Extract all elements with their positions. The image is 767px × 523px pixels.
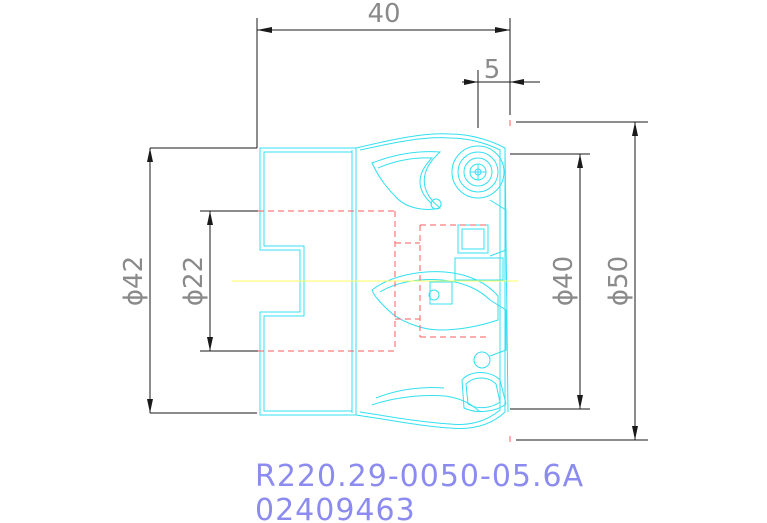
- body-outline: [259, 147, 357, 416]
- length-dimension: 40: [150, 0, 511, 149]
- insert-bottom: [461, 372, 507, 412]
- edge-detail: [489, 199, 507, 257]
- lower-chip-pocket: [371, 271, 499, 331]
- arrow-head: [207, 337, 213, 351]
- screw-hole: [473, 351, 491, 369]
- offset-dimension: 5: [462, 55, 540, 128]
- arrow-head: [147, 148, 153, 162]
- cut-inner-label: ϕ40: [549, 256, 579, 306]
- cut-outer-dimension: ϕ50: [516, 121, 648, 441]
- cutting-edge-line: [504, 147, 509, 413]
- arrow-head: [257, 27, 272, 33]
- bore-small-dimension: ϕ22: [179, 210, 258, 352]
- edge-detail: [489, 299, 507, 357]
- cut-inner-dimension: ϕ40: [510, 153, 590, 410]
- bore-small-label: ϕ22: [179, 256, 209, 306]
- insert-bottom-inner: [465, 377, 501, 409]
- order-code: 02409463: [255, 493, 416, 523]
- length-label: 40: [367, 0, 400, 29]
- arrow-head: [147, 399, 153, 413]
- arrow-head: [577, 395, 583, 409]
- insert-seat-lower: [429, 281, 453, 305]
- arrow-head: [632, 122, 638, 136]
- bottom-pocket-inner: [375, 387, 445, 399]
- screw-hole: [428, 289, 440, 301]
- insert-seat-upper-inner: [461, 228, 485, 250]
- arrow-head: [577, 154, 583, 168]
- insert-top-ring-inner: [463, 157, 493, 187]
- insert-seat-middle: [454, 257, 504, 281]
- cut-outer-label: ϕ50: [604, 256, 634, 306]
- arrow-head: [632, 426, 638, 440]
- arrow-head: [510, 79, 524, 85]
- bore-large-dimension: ϕ42: [119, 148, 257, 414]
- arrow-head: [464, 79, 478, 85]
- screw-hole: [430, 198, 442, 210]
- head-outline: [355, 133, 506, 429]
- bore-large-label: ϕ42: [119, 256, 149, 306]
- insert-top-ring: [457, 151, 499, 193]
- upper-chip-pocket-inner: [377, 157, 434, 205]
- arrow-head: [495, 27, 510, 33]
- part-number: R220.29-0050-05.6A: [255, 459, 584, 494]
- upper-chip-pocket: [371, 151, 442, 210]
- insert-top-outer: [451, 145, 505, 199]
- arrow-head: [207, 211, 213, 225]
- offset-label: 5: [484, 55, 501, 85]
